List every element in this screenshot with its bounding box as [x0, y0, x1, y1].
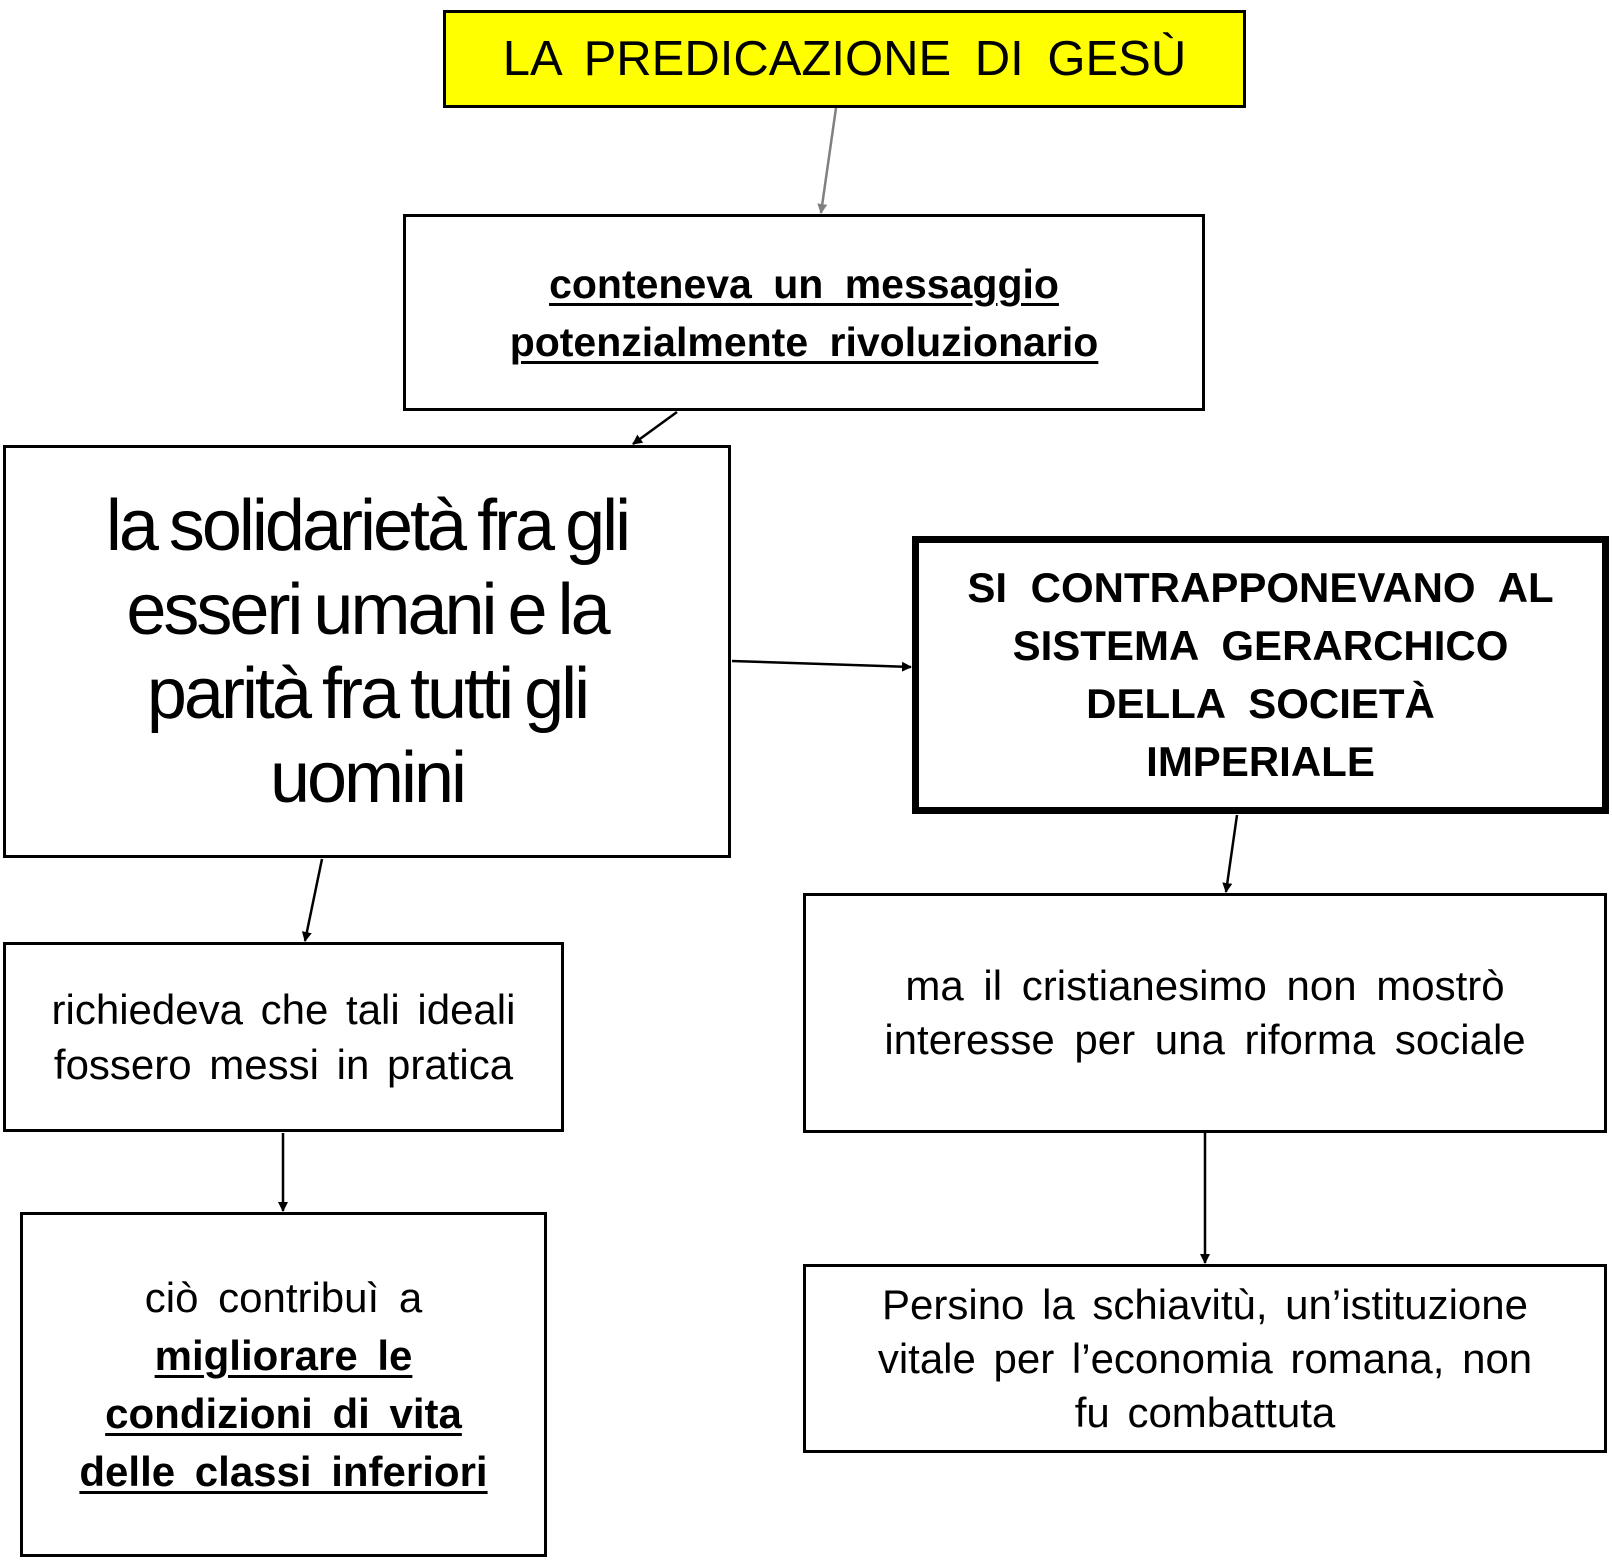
contribution-line-2: migliorare le [154, 1331, 413, 1379]
arrow-values-to-contrast [731, 659, 912, 672]
arrow-message-to-values [632, 410, 678, 446]
contrast-line-1: SI CONTRAPPONEVANO AL [967, 564, 1554, 611]
message-line-2: potenzialmente rivoluzionario [509, 318, 1099, 365]
message-line-1: conteneva un messaggio [549, 260, 1059, 307]
contrast-node: SI CONTRAPPONEVANO AL SISTEMA GERARCHICO… [912, 536, 1609, 814]
contrast-line-2: SISTEMA GERARCHICO [1012, 622, 1509, 669]
contrast-line-3: DELLA SOCIETÀ [1086, 680, 1435, 727]
values-line-1: la solidarietà fra gli [105, 485, 631, 566]
values-line-4: uomini [269, 737, 467, 818]
slavery-line-1: Persino la schiavitù, un’istituzione [882, 1280, 1528, 1328]
message-node: conteneva un messaggio potenzialmente ri… [403, 214, 1205, 411]
contribution-line-3: condizioni di vita [105, 1389, 462, 1437]
no-reform-line-2: interesse per una riforma sociale [884, 1016, 1526, 1063]
values-line-2: esseri umani e la [126, 569, 610, 650]
practice-node: richiedeva che tali ideali fossero messi… [3, 942, 564, 1132]
arrow-values-to-practice [301, 858, 324, 942]
arrow-title-to-message [817, 107, 838, 214]
title-node: LA PREDICAZIONE DI GESÙ [443, 10, 1246, 108]
slavery-node: Persino la schiavitù, un’istituzione vit… [803, 1264, 1607, 1453]
contribution-node: ciò contribuì a migliorare le condizioni… [20, 1212, 547, 1557]
values-node: la solidarietà fra gli esseri umani e la… [3, 445, 731, 858]
slavery-line-3: fu combattuta [1074, 1388, 1336, 1436]
slavery-line-2: vitale per l’economia romana, non [877, 1334, 1533, 1382]
practice-line-2: fossero messi in pratica [53, 1041, 514, 1088]
values-line-3: parità fra tutti gli [146, 653, 590, 734]
title-text: LA PREDICAZIONE DI GESÙ [502, 32, 1187, 86]
contrast-line-4: IMPERIALE [1146, 738, 1375, 785]
contribution-line-4: delle classi inferiori [79, 1447, 488, 1495]
contribution-line-1: ciò contribuì a [144, 1273, 423, 1321]
practice-line-1: richiedeva che tali ideali [51, 986, 516, 1033]
no-reform-line-1: ma il cristianesimo non mostrò [905, 962, 1505, 1009]
no-reform-node: ma il cristianesimo non mostrò interesse… [803, 893, 1607, 1133]
arrow-contrast-to-noreform [1222, 814, 1239, 893]
